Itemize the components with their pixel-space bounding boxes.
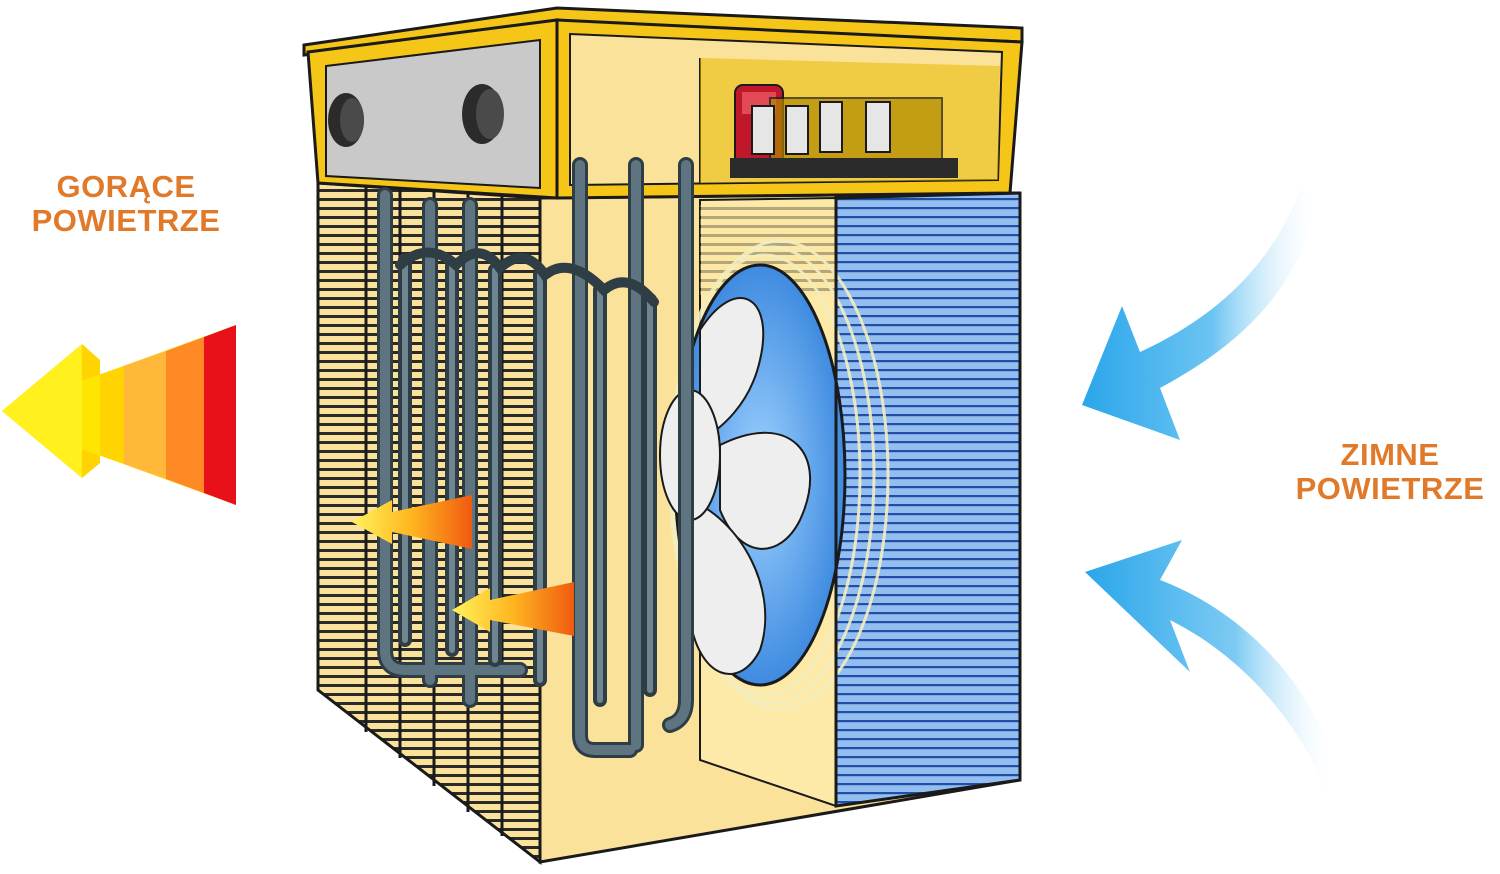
control-knob-left	[328, 93, 364, 147]
cold-air-label-line1: ZIMNE	[1340, 437, 1440, 472]
fan	[659, 239, 890, 711]
hot-air-label-line1: GORĄCE	[56, 169, 196, 204]
cold-air-label: ZIMNE POWIETRZE	[1280, 438, 1500, 506]
internal-hot-arrow-lower	[452, 582, 574, 636]
cold-air-arrow-lower	[1085, 540, 1335, 800]
hot-air-label-line2: POWIETRZE	[31, 203, 221, 238]
internal-hot-arrow-upper	[352, 495, 472, 549]
terminal-block	[730, 84, 958, 178]
heating-elements	[377, 157, 694, 758]
cold-air-label-line2: POWIETRZE	[1295, 471, 1485, 506]
cold-air-arrow-upper	[1082, 190, 1320, 440]
hot-air-arrow	[2, 325, 236, 505]
control-knob-right	[462, 84, 504, 144]
hot-air-label: GORĄCE POWIETRZE	[16, 170, 236, 238]
